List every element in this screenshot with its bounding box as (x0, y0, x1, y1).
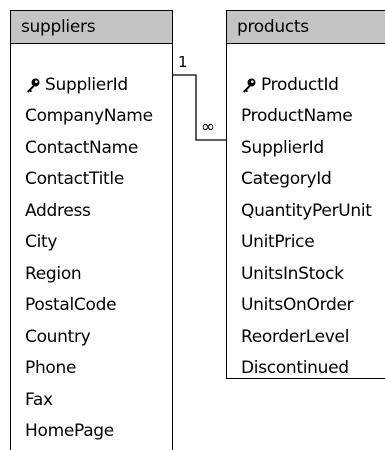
field-label: SupplierId (45, 74, 128, 95)
relationship-line (173, 74, 226, 141)
field-label: Region (25, 263, 82, 284)
field-label: CategoryId (241, 169, 332, 190)
field-row[interactable]: ContactName (11, 132, 172, 164)
field-row[interactable]: CompanyName (11, 101, 172, 133)
field-row[interactable]: Discontinued (227, 353, 385, 385)
field-row[interactable]: Phone (11, 353, 172, 385)
field-row[interactable]: ContactTitle (11, 164, 172, 196)
field-row[interactable]: Region (11, 258, 172, 290)
field-row[interactable]: SupplierId (227, 132, 385, 164)
cardinality-many-label: ∞ (201, 117, 216, 137)
field-row[interactable]: ProductId (227, 69, 385, 101)
field-row[interactable]: Address (11, 195, 172, 227)
field-row[interactable]: ReorderLevel (227, 321, 385, 353)
field-label: PostalCode (25, 295, 117, 316)
field-label: Country (25, 326, 91, 347)
field-row[interactable]: UnitPrice (227, 227, 385, 259)
field-label: ProductId (261, 74, 339, 95)
field-label: Discontinued (241, 358, 349, 379)
field-label: ContactTitle (25, 169, 124, 190)
field-row[interactable]: City (11, 227, 172, 259)
field-label: UnitsInStock (241, 263, 344, 284)
field-label: QuantityPerUnit (241, 200, 372, 221)
field-label: HomePage (25, 421, 114, 442)
field-row[interactable]: HomePage (11, 416, 172, 448)
field-label: ReorderLevel (241, 326, 350, 347)
field-label: City (25, 232, 58, 253)
field-row[interactable]: Fax (11, 384, 172, 416)
field-row[interactable]: ProductName (227, 101, 385, 133)
key-icon (241, 77, 257, 93)
field-row[interactable]: QuantityPerUnit (227, 195, 385, 227)
field-label: Phone (25, 358, 77, 379)
relationship-connector (173, 74, 226, 141)
table-title: suppliers (21, 17, 96, 37)
field-label: UnitPrice (241, 232, 315, 253)
field-label: SupplierId (241, 137, 324, 158)
field-row[interactable]: CategoryId (227, 164, 385, 196)
table-title: products (237, 17, 309, 37)
table-header: products (227, 11, 385, 44)
field-label: CompanyName (25, 106, 153, 127)
field-row[interactable]: PostalCode (11, 290, 172, 322)
field-label: ProductName (241, 106, 353, 127)
key-icon (25, 77, 41, 93)
field-row[interactable]: UnitsInStock (227, 258, 385, 290)
field-label: Fax (25, 389, 53, 410)
field-label: Address (25, 200, 91, 221)
cardinality-one-label: 1 (178, 53, 188, 71)
field-label: ContactName (25, 137, 138, 158)
field-row[interactable]: Country (11, 321, 172, 353)
field-label: UnitsOnOrder (241, 295, 354, 316)
field-row[interactable]: SupplierId (11, 69, 172, 101)
field-row[interactable]: UnitsOnOrder (227, 290, 385, 322)
table-header: suppliers (11, 11, 172, 44)
